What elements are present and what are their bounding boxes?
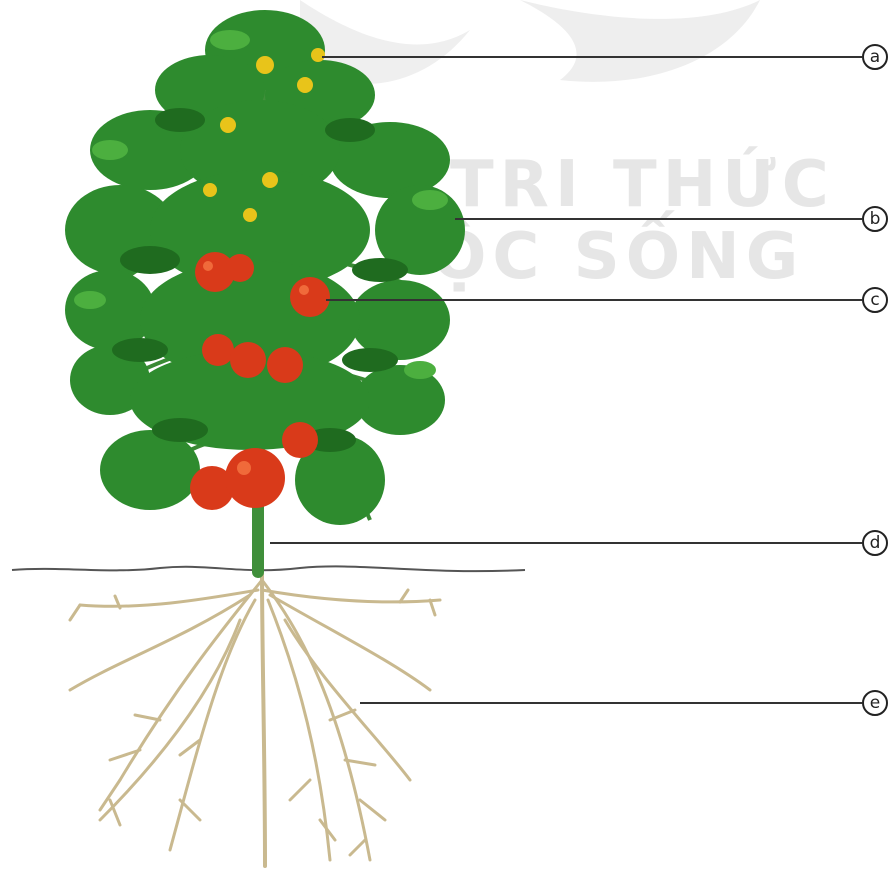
roots: [70, 572, 440, 866]
label-c: c: [862, 287, 888, 313]
label-d: d: [862, 530, 888, 556]
label-a: a: [862, 44, 888, 70]
label-e: e: [862, 690, 888, 716]
soil-line: [12, 566, 525, 571]
label-b: b: [862, 206, 888, 232]
